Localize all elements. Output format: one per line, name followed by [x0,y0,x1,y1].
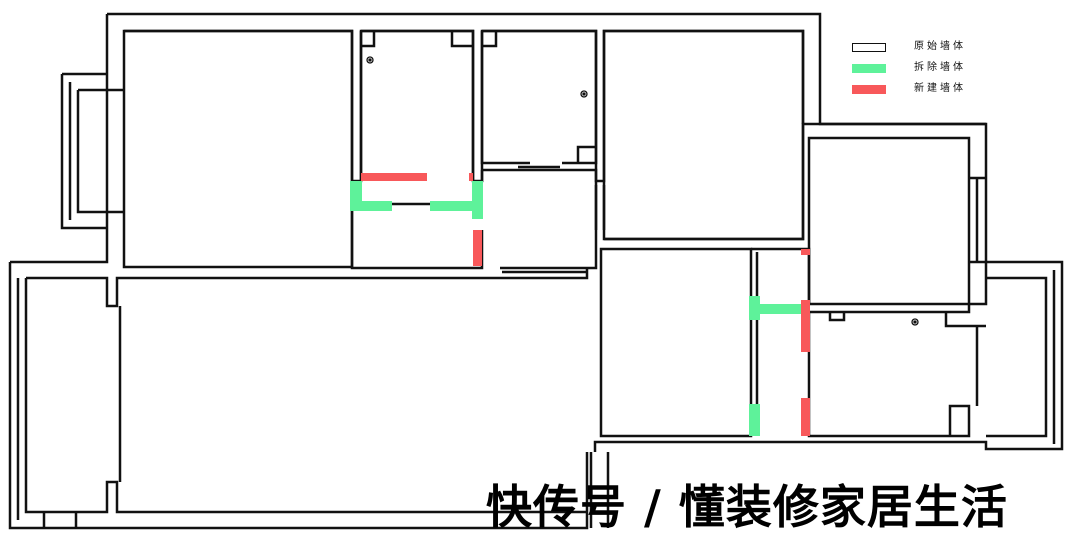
demolished-wall-7 [749,404,760,436]
legend-item-original: 原始墙体 [852,40,982,61]
demolished-wall-3 [430,201,483,211]
lower-left-outer [8,262,589,530]
drain-icons [366,56,919,326]
upper-outer-wall [107,12,1064,452]
floor-drain-icon [580,90,588,98]
kitchen [599,247,753,438]
bedroom-right-bottom [604,122,986,241]
bathroom-right [480,29,598,165]
door-gaps [118,165,759,528]
right-windows [969,176,1056,444]
right-lower-rooms [751,247,971,438]
bedroom-east [807,136,971,306]
corridor-box [350,168,598,270]
legend-label-demolished: 拆除墙体 [914,62,966,73]
new-walls [361,173,810,436]
legend-swatch-new [852,85,886,94]
left-bay [60,72,124,230]
legend-item-new: 新建墙体 [852,82,982,103]
demolished-walls [350,181,804,436]
lower-left-inner [26,268,589,308]
room-walls [118,29,1056,528]
legend: 原始墙体 拆除墙体 新建墙体 [852,40,982,103]
new-wall-5 [801,300,810,352]
left-lower-wall [10,14,109,264]
bedroom-left [122,29,354,269]
new-wall-6 [801,398,810,436]
legend-label-original: 原始墙体 [914,41,966,52]
new-wall-4 [801,249,810,255]
legend-item-demolished: 拆除墙体 [852,61,982,82]
right-mid-wall [969,260,988,306]
demolished-wall-6 [749,304,804,314]
bedroom-right [602,29,805,241]
demolished-wall-4 [472,181,483,219]
watermark: 快传号 / 懂装修家居生活 [486,480,1008,534]
bathroom-left [359,29,475,181]
left-window [16,278,78,528]
new-wall-1 [361,173,427,181]
floor-drain-icon [911,318,919,326]
demolished-wall-2 [350,201,392,211]
legend-swatch-original [852,43,886,52]
new-wall-2 [469,173,473,181]
floor-drain-icon [366,56,374,64]
legend-label-new: 新建墙体 [914,83,966,94]
lower-left-inner-bottom [24,278,587,514]
new-wall-3 [473,230,482,266]
legend-swatch-demolished [852,64,886,73]
upper-inner-wall [124,29,805,183]
